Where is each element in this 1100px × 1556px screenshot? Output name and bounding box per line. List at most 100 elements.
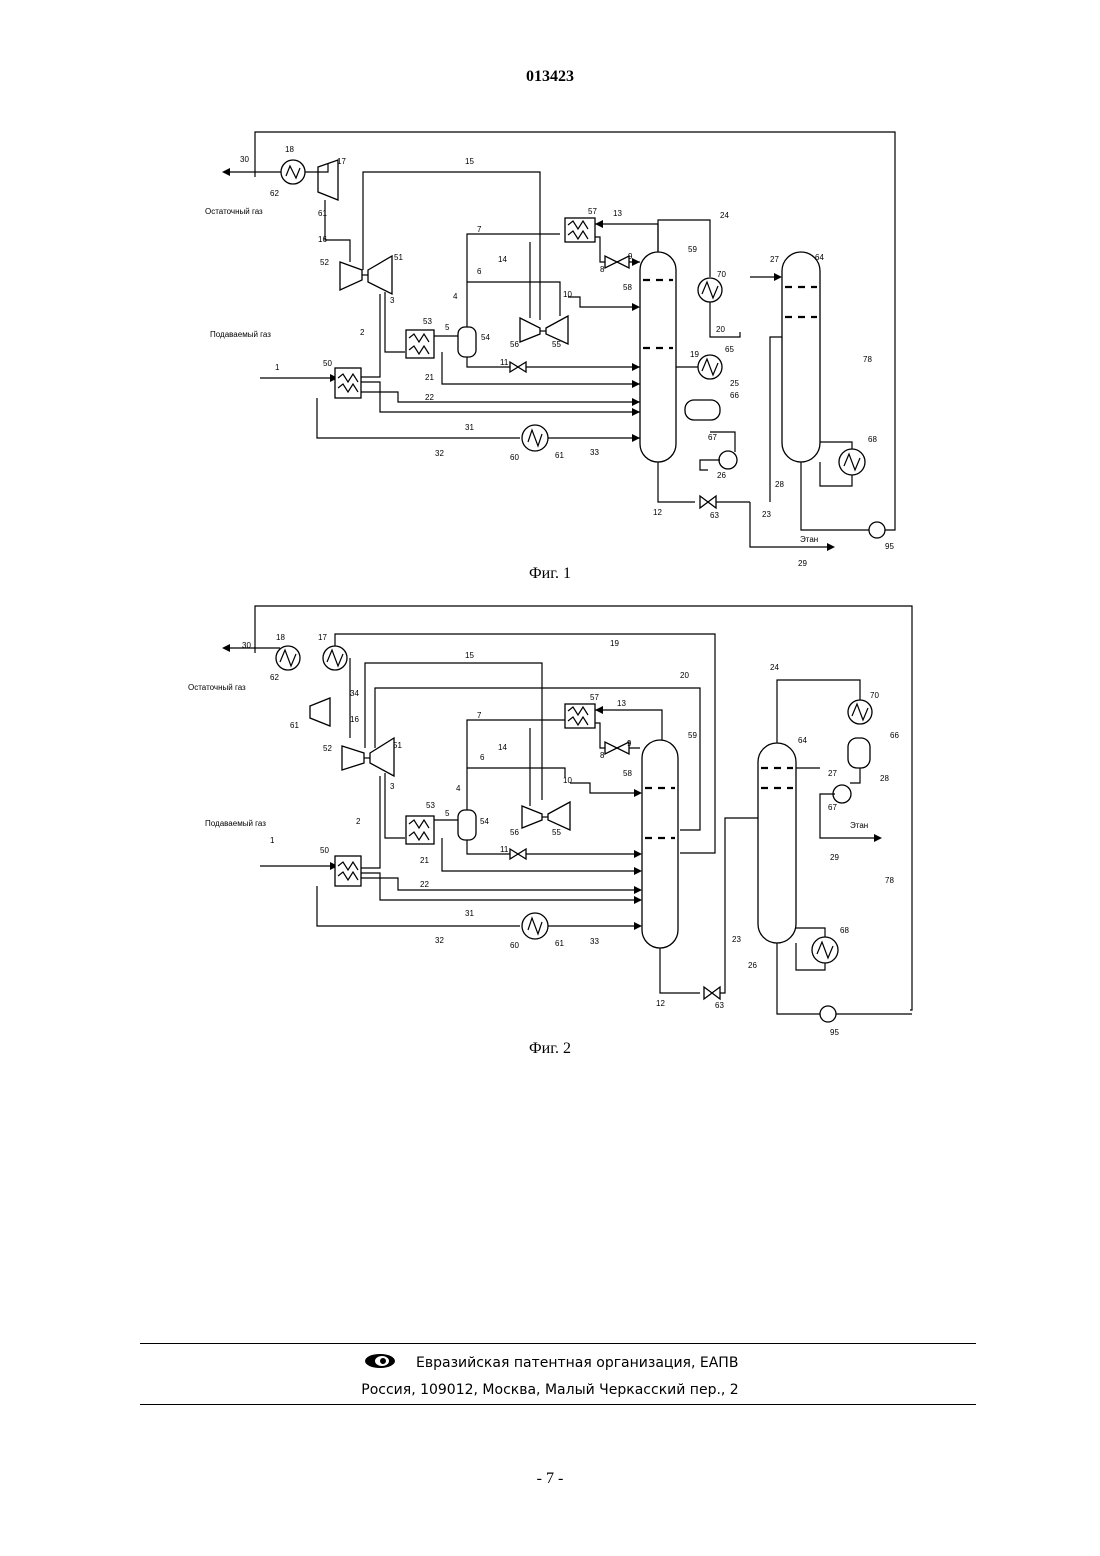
svg-text:30: 30	[242, 641, 251, 650]
svg-text:58: 58	[623, 283, 632, 292]
svg-text:5: 5	[445, 323, 450, 332]
svg-text:19: 19	[690, 350, 699, 359]
svg-text:33: 33	[590, 448, 599, 457]
svg-text:6: 6	[480, 753, 485, 762]
heat-exchanger-53-icon	[406, 816, 434, 844]
process-flow-diagram-1: 301817 626116 52513 2150 53554 42122 313…	[180, 122, 920, 572]
svg-text:22: 22	[420, 880, 429, 889]
svg-text:78: 78	[863, 355, 872, 364]
svg-text:22: 22	[425, 393, 434, 402]
svg-text:31: 31	[465, 423, 474, 432]
svg-text:1: 1	[275, 363, 280, 372]
svg-text:12: 12	[656, 999, 665, 1008]
svg-text:60: 60	[510, 453, 519, 462]
separator-54-icon	[458, 810, 476, 840]
svg-text:54: 54	[480, 817, 489, 826]
svg-text:13: 13	[617, 699, 626, 708]
separator-54-icon	[458, 327, 476, 357]
expander-56-icon	[520, 318, 540, 342]
svg-text:9: 9	[627, 739, 632, 748]
svg-text:59: 59	[688, 245, 697, 254]
svg-text:62: 62	[270, 189, 279, 198]
svg-text:1: 1	[270, 836, 275, 845]
residue-gas-label: Остаточный газ	[188, 683, 246, 692]
svg-text:55: 55	[552, 828, 561, 837]
svg-text:61: 61	[555, 939, 564, 948]
svg-text:11: 11	[500, 845, 509, 854]
svg-text:53: 53	[423, 317, 432, 326]
heat-exchanger-53-icon	[406, 330, 434, 358]
svg-text:3: 3	[390, 296, 395, 305]
svg-text:17: 17	[337, 157, 346, 166]
svg-text:10: 10	[563, 290, 572, 299]
svg-text:20: 20	[716, 325, 725, 334]
document-number: 013423	[0, 68, 1100, 86]
svg-text:18: 18	[276, 633, 285, 642]
svg-text:5: 5	[445, 809, 450, 818]
svg-text:19: 19	[610, 639, 619, 648]
svg-text:52: 52	[323, 744, 332, 753]
svg-text:13: 13	[613, 209, 622, 218]
svg-text:11: 11	[500, 358, 509, 367]
svg-text:2: 2	[360, 328, 365, 337]
svg-text:95: 95	[830, 1028, 839, 1037]
svg-text:23: 23	[732, 935, 741, 944]
svg-text:34: 34	[350, 689, 359, 698]
heat-exchanger-57-icon	[565, 704, 595, 728]
svg-text:68: 68	[868, 435, 877, 444]
svg-text:51: 51	[394, 253, 403, 262]
figure-1-caption: Фиг. 1	[0, 565, 1100, 583]
svg-text:78: 78	[885, 876, 894, 885]
svg-text:61: 61	[318, 209, 327, 218]
svg-text:68: 68	[840, 926, 849, 935]
svg-text:59: 59	[688, 731, 697, 740]
svg-text:54: 54	[481, 333, 490, 342]
svg-text:32: 32	[435, 449, 444, 458]
svg-text:25: 25	[730, 379, 739, 388]
svg-text:24: 24	[720, 211, 729, 220]
svg-text:21: 21	[425, 373, 434, 382]
svg-text:14: 14	[498, 743, 507, 752]
svg-text:57: 57	[588, 207, 597, 216]
compressor-51-icon	[370, 738, 394, 776]
svg-text:3: 3	[390, 782, 395, 791]
deethanizer-column-64-icon	[758, 743, 796, 943]
feed-gas-label: Подаваемый газ	[205, 819, 266, 828]
svg-text:32: 32	[435, 936, 444, 945]
pump-95-icon	[869, 522, 885, 538]
svg-text:16: 16	[318, 235, 327, 244]
footer-org-row: Евразийская патентная организация, ЕАПВ	[0, 1352, 1100, 1374]
svg-text:12: 12	[653, 508, 662, 517]
figure-2: 301817 623461 165251 321 50535 54421 223…	[180, 598, 920, 1038]
residue-gas-label: Остаточный газ	[205, 207, 263, 216]
svg-text:95: 95	[885, 542, 894, 551]
svg-text:4: 4	[456, 784, 461, 793]
svg-text:8: 8	[600, 751, 605, 760]
svg-text:56: 56	[510, 828, 519, 837]
svg-text:17: 17	[318, 633, 327, 642]
compressor-55-icon	[548, 802, 570, 830]
pump-95-icon	[820, 1006, 836, 1022]
svg-text:30: 30	[240, 155, 249, 164]
eapo-eye-logo-icon	[362, 1352, 398, 1374]
svg-text:62: 62	[270, 673, 279, 682]
svg-text:18: 18	[285, 145, 294, 154]
svg-text:21: 21	[420, 856, 429, 865]
svg-text:15: 15	[465, 651, 474, 660]
svg-text:8: 8	[600, 265, 605, 274]
svg-text:64: 64	[798, 736, 807, 745]
svg-text:66: 66	[890, 731, 899, 740]
footer-top-rule	[140, 1343, 976, 1344]
svg-text:70: 70	[870, 691, 879, 700]
ethane-label: Этан	[800, 535, 818, 544]
expander-52-icon	[340, 262, 362, 290]
pump-67-icon	[833, 785, 851, 803]
reflux-drum-66-icon	[848, 738, 870, 768]
svg-text:14: 14	[498, 255, 507, 264]
svg-text:29: 29	[830, 853, 839, 862]
svg-text:31: 31	[465, 909, 474, 918]
footer-bottom-rule	[140, 1404, 976, 1405]
compressor-51-icon	[368, 256, 392, 294]
pump-67-icon	[719, 451, 737, 469]
svg-text:60: 60	[510, 941, 519, 950]
